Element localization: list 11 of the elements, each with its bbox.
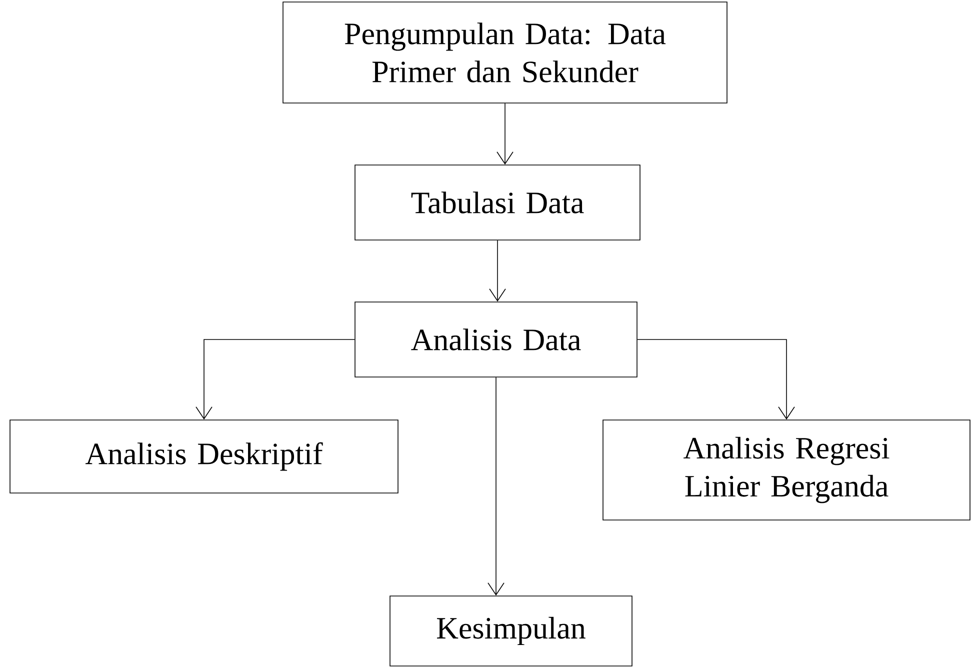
- process-box: Analisis Deskriptif: [10, 420, 398, 494]
- process-box: Tabulasi Data: [354, 164, 640, 240]
- arrow: [496, 103, 514, 165]
- arrow: [489, 240, 506, 302]
- process-box: Pengumpulan Data: Data Primer dan Sekunder: [282, 2, 728, 104]
- arrow: [196, 339, 355, 420]
- process-box: Analisis Data: [354, 302, 638, 378]
- arrow: [637, 339, 795, 420]
- arrow: [488, 377, 504, 596]
- process-box: Analisis Regresi Linier Berganda: [602, 420, 970, 520]
- process-box: Kesimpulan: [390, 596, 632, 666]
